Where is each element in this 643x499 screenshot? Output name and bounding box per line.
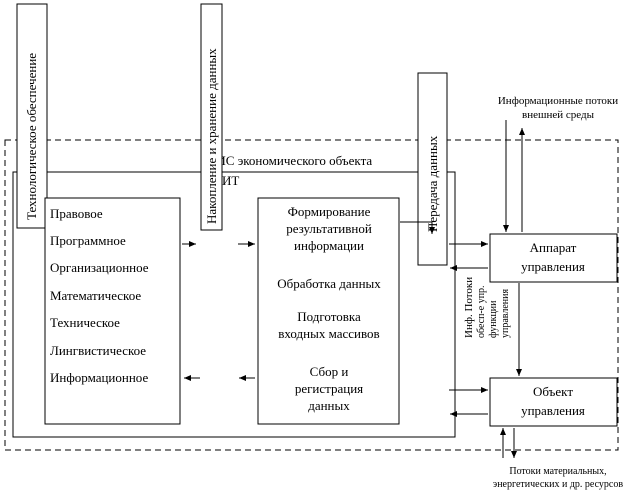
forming-line: результативной (286, 221, 372, 236)
management-apparatus-box (489, 233, 618, 283)
ais-label: АИС экономического объекта (207, 153, 372, 168)
tech-support-box (16, 3, 48, 229)
preparation-line: Подготовка (297, 309, 361, 324)
storage-box (200, 3, 223, 231)
process-items: Формирование результативной информации О… (277, 204, 381, 413)
forming-line: информации (294, 238, 364, 253)
support-item: Правовое (50, 206, 103, 221)
svg-text:Инф. Потоки: Инф. Потоки (463, 277, 475, 338)
external-flows-line: внешней среды (522, 109, 595, 121)
process-box (257, 197, 400, 425)
support-item: Техническое (50, 315, 120, 330)
management-apparatus-line: управления (521, 259, 585, 274)
svg-text:функции: функции (488, 300, 499, 338)
support-item: Информационное (50, 370, 148, 385)
management-object-line: управления (521, 403, 585, 418)
arrow-transfer-down (415, 221, 435, 234)
transfer-label: Передача данных (425, 135, 440, 232)
it-label: ИТ (222, 173, 239, 188)
info-flows-side-label: Инф. Потоки обесп-е упр. функции управле… (463, 277, 511, 338)
management-object-line: Объект (533, 384, 573, 399)
support-item: Лингвистическое (50, 343, 146, 358)
preparation-line: входных массивов (278, 326, 379, 341)
management-object-box (489, 377, 618, 427)
material-flows-line: Потоки материальных, (509, 466, 606, 477)
material-flows-line: энергетических и др. ресурсов (493, 479, 623, 490)
tech-support-label: Технологическое обеспечение (24, 53, 39, 220)
support-item: Программное (50, 233, 126, 248)
svg-text:обесп-е упр.: обесп-е упр. (476, 285, 487, 338)
collection-line: регистрация (295, 381, 363, 396)
collection-line: данных (308, 398, 350, 413)
support-item: Организационное (50, 260, 149, 275)
collection-line: Сбор и (310, 364, 349, 379)
support-item: Математическое (50, 288, 141, 303)
external-flows-line: Информационные потоки (498, 95, 618, 107)
processing-line: Обработка данных (277, 276, 381, 291)
support-items-list: Правовое Программное Организационное Мат… (50, 206, 149, 385)
it-frame (12, 171, 456, 438)
support-items-box (44, 197, 181, 425)
forming-line: Формирование (288, 204, 371, 219)
ais-dashed-frame (4, 139, 619, 451)
storage-label: Накопление и хранение данных (204, 48, 219, 224)
svg-text:управления: управления (500, 288, 511, 338)
management-apparatus-line: Аппарат (530, 240, 577, 255)
